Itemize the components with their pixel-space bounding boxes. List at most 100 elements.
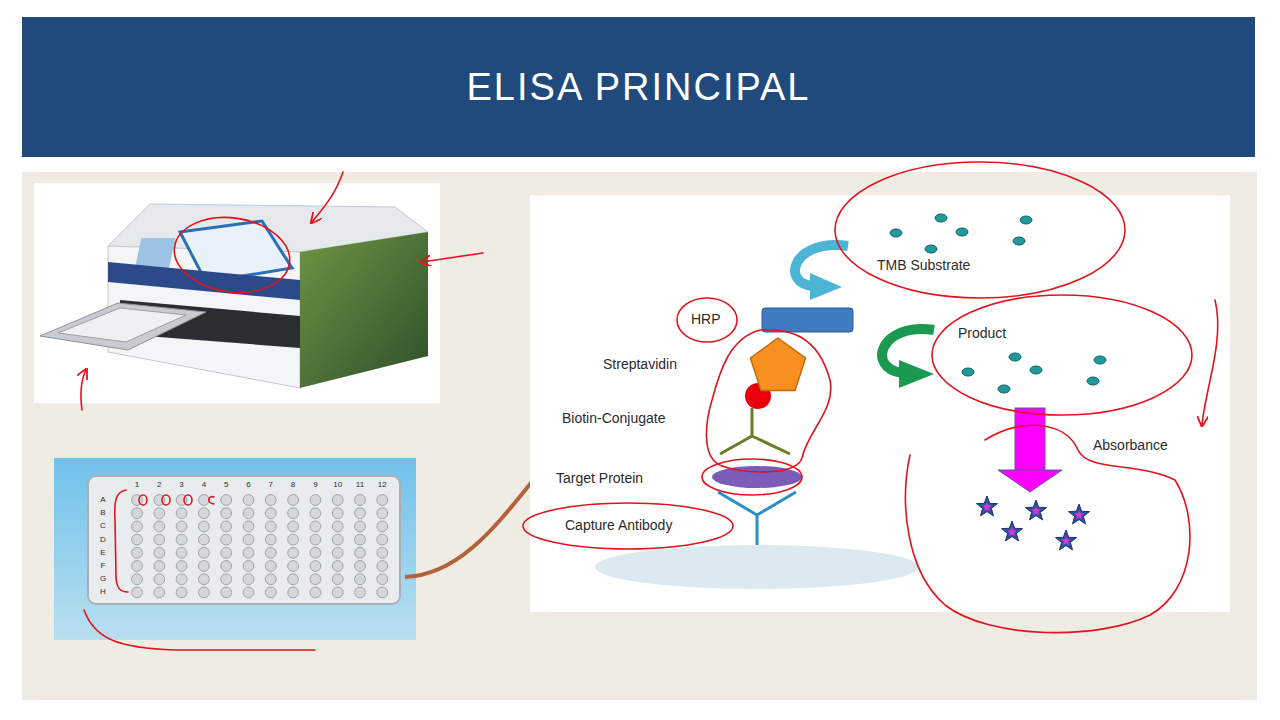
column-number: 7	[269, 481, 273, 490]
well	[154, 574, 165, 585]
annotation-loop	[706, 330, 830, 472]
well	[199, 547, 210, 558]
well	[310, 508, 321, 519]
column-number: 12	[378, 481, 387, 490]
molecule-dot	[1013, 237, 1025, 245]
column-number: 6	[246, 481, 250, 490]
star-core	[1061, 536, 1071, 545]
well	[377, 547, 388, 558]
well	[265, 574, 276, 585]
column-number: 10	[333, 481, 342, 490]
row-letter: C	[100, 522, 106, 531]
annotation-mark	[209, 497, 214, 504]
well	[176, 521, 187, 532]
well	[377, 521, 388, 532]
well	[310, 574, 321, 585]
annotation-mark	[162, 495, 170, 505]
well	[176, 547, 187, 558]
well	[355, 574, 366, 585]
well	[288, 495, 299, 506]
well	[377, 587, 388, 598]
well	[154, 587, 165, 598]
well	[377, 534, 388, 545]
molecule-dot	[925, 245, 937, 253]
well	[243, 508, 254, 519]
microplate	[54, 458, 416, 640]
well	[199, 521, 210, 532]
streptavidin-symbol	[750, 338, 805, 391]
well	[288, 521, 299, 532]
star-core	[982, 502, 992, 511]
well	[176, 574, 187, 585]
star-core	[1074, 510, 1084, 519]
annotation-loop	[677, 298, 737, 342]
well	[154, 521, 165, 532]
well	[199, 587, 210, 598]
column-number: 3	[179, 481, 183, 490]
molecule-dot	[962, 368, 974, 376]
star-shape	[1026, 500, 1047, 520]
well	[355, 495, 366, 506]
column-number: 4	[202, 481, 206, 490]
absorbance-arrow	[1015, 408, 1045, 470]
well	[310, 521, 321, 532]
well	[154, 547, 165, 558]
molecule-dot	[1087, 377, 1099, 385]
well	[176, 561, 187, 572]
molecule-dot	[1030, 366, 1042, 374]
well	[288, 534, 299, 545]
well	[221, 547, 232, 558]
well	[265, 495, 276, 506]
well	[265, 587, 276, 598]
reader-side	[300, 232, 428, 388]
well	[332, 508, 343, 519]
well	[265, 508, 276, 519]
row-letter: D	[100, 535, 106, 544]
column-number: 5	[224, 481, 228, 490]
well	[243, 587, 254, 598]
well	[132, 547, 143, 558]
well	[221, 508, 232, 519]
well	[288, 547, 299, 558]
part-label: Target Protein	[556, 471, 643, 486]
well	[154, 561, 165, 572]
detection-antibody-symbol	[720, 408, 790, 454]
column-number: 9	[313, 481, 317, 490]
annotation-bracket	[115, 490, 128, 592]
plate-reader	[34, 183, 440, 403]
well	[332, 587, 343, 598]
arrow-head	[998, 470, 1062, 492]
well	[332, 561, 343, 572]
well	[377, 574, 388, 585]
annotation-loop	[835, 162, 1125, 298]
column-number: 8	[291, 481, 295, 490]
well	[377, 508, 388, 519]
well	[199, 495, 210, 506]
column-number: 1	[135, 481, 139, 490]
well	[355, 534, 366, 545]
annotation-mark	[184, 495, 192, 505]
molecule-dot	[998, 385, 1010, 393]
annotation-arrow	[312, 172, 343, 222]
part-label: Product	[958, 326, 1006, 341]
well	[199, 508, 210, 519]
molecule-dot	[1020, 216, 1032, 224]
part-label: HRP	[691, 312, 721, 327]
well	[199, 574, 210, 585]
row-letter: A	[100, 496, 105, 505]
signal-star	[1056, 530, 1077, 550]
well	[377, 495, 388, 506]
annotation-loop	[906, 425, 1190, 632]
well	[154, 534, 165, 545]
reader-drawer	[40, 303, 206, 350]
row-letter: H	[100, 588, 106, 597]
well	[243, 495, 254, 506]
well	[288, 587, 299, 598]
signal-star	[1002, 521, 1023, 541]
annotation-underline	[84, 610, 315, 650]
annotation-loop	[523, 503, 733, 549]
well	[221, 495, 232, 506]
well	[310, 534, 321, 545]
well	[310, 495, 321, 506]
well	[243, 574, 254, 585]
